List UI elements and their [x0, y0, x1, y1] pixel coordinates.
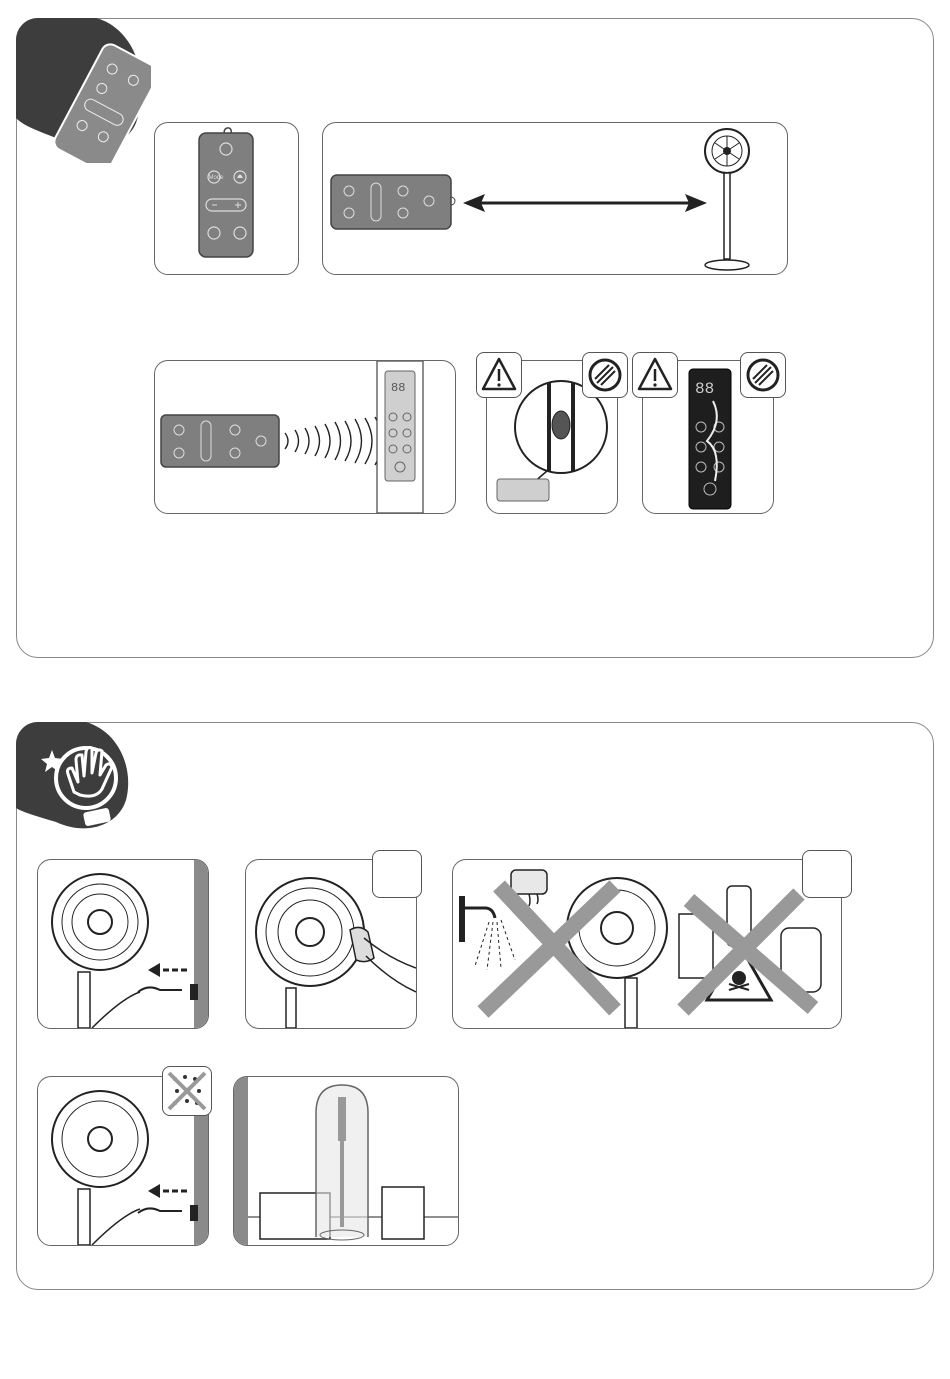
dark-panel-display: 88: [695, 380, 714, 398]
remote-front-panel: Mode: [154, 122, 299, 275]
unplug-illustration: [38, 860, 208, 1028]
warning-triangle-icon-2: [632, 352, 678, 398]
no-liquids-icon-2: [740, 352, 786, 398]
storage-panel: [233, 1076, 459, 1246]
mode-button-label: Mode: [209, 175, 225, 181]
hand-cleaning-icon: [16, 722, 136, 834]
remote-control-icon: [16, 18, 151, 163]
remote-range-panel: [322, 122, 788, 275]
remote-control-section: [16, 18, 934, 658]
no-liquids-icon: [582, 352, 628, 398]
callout-box: [372, 850, 422, 898]
remote-signal-illustration: 88: [155, 361, 455, 513]
remote-range-illustration: [323, 123, 787, 274]
callout-box-2: [802, 850, 852, 898]
no-water-chemicals-illustration: [453, 860, 841, 1028]
remote-front-illustration: Mode: [155, 123, 298, 274]
unplug-panel: [37, 859, 209, 1029]
no-water-drops-icon: [162, 1066, 212, 1116]
no-water-chemicals-panel: [452, 859, 842, 1029]
remote-signal-panel: 88: [154, 360, 456, 514]
storage-illustration: [234, 1077, 458, 1245]
warning-triangle-icon: [476, 352, 522, 398]
panel-display: 88: [391, 381, 405, 395]
